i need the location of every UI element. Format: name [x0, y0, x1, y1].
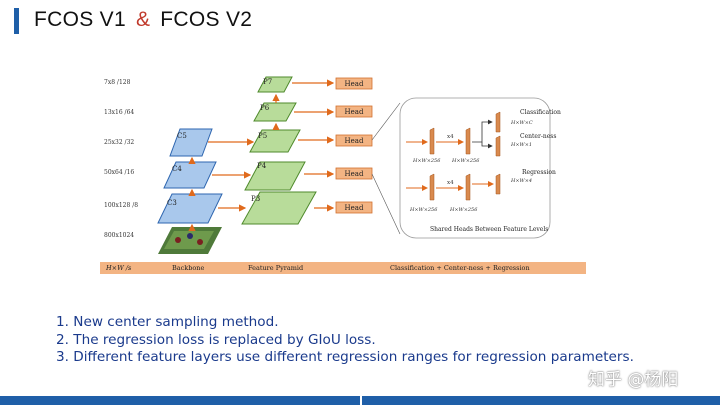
backbone-c3 — [157, 193, 223, 224]
cls-output — [495, 111, 501, 133]
centerness-label: Center-ness — [520, 133, 556, 140]
head-p5 — [335, 134, 373, 147]
scale-label-p6: 13x16 /64 — [104, 109, 134, 116]
head-p5-label: Head — [345, 137, 364, 145]
backbone-c5 — [169, 128, 213, 157]
scale-label-p5: 25x32 /32 — [104, 139, 134, 146]
backbone-c4 — [163, 161, 217, 189]
reg-output — [495, 173, 501, 195]
head-p4-label: Head — [345, 170, 364, 178]
scale-label-p4: 50x64 /16 — [104, 169, 134, 176]
scale-label-p3: 100x128 /8 — [104, 202, 138, 209]
point-1: 1. New center sampling method. — [56, 314, 279, 330]
shared-heads-caption: Shared Heads Between Feature Levels — [430, 226, 548, 233]
bottom-conv-1 — [429, 173, 435, 201]
pyramid-p7 — [257, 76, 293, 93]
centerness-output — [495, 135, 501, 157]
reg-dim: H×W×4 — [510, 178, 532, 184]
top-conv-2 — [465, 127, 471, 155]
head-p6 — [335, 105, 373, 118]
watermark: 知乎 @杨阳 — [588, 370, 679, 390]
bottom-scale-label: H×W /s — [105, 264, 132, 272]
point-3: 3. Different feature layers use differen… — [56, 349, 634, 365]
footer-divider — [360, 396, 362, 405]
bottom-backbone-label: Backbone — [172, 264, 204, 272]
fcos-architecture-diagram: 7x8 /128 13x16 /64 25x32 /32 50x64 /16 1… — [100, 76, 586, 274]
pyramid-p4-label: P4 — [257, 162, 267, 170]
title-accent-bar — [14, 8, 19, 34]
bottom-bar — [100, 262, 586, 274]
cls-dim: H×W×C — [510, 120, 533, 126]
head-p3-label: Head — [345, 204, 364, 212]
dim-bottom-left: H×W×256 — [409, 207, 438, 213]
dim-top-right: H×W×256 — [451, 158, 480, 164]
pyramid-p4 — [244, 161, 306, 191]
head-p7-label: Head — [345, 80, 364, 88]
head-p7 — [335, 77, 373, 90]
bottom-outputs-label: Classification + Center-ness + Regressio… — [390, 264, 530, 272]
slide-title: FCOS V1&FCOS V2 — [34, 8, 252, 32]
pyramid-p5-label: P5 — [258, 132, 267, 140]
bottom-conv-2 — [465, 173, 471, 201]
reg-label: Regression — [522, 169, 556, 176]
scale-label-p7: 7x8 /128 — [104, 79, 131, 86]
pyramid-p3-label: P3 — [251, 195, 260, 203]
input-image — [158, 227, 222, 254]
title-right: FCOS V2 — [160, 8, 253, 31]
centerness-dim: H×W×1 — [510, 142, 532, 148]
key-points-list: 1. New center sampling method. 2. The re… — [56, 314, 634, 367]
pyramid-p5 — [249, 129, 301, 153]
dim-top-left: H×W×256 — [412, 158, 441, 164]
shared-heads-box — [399, 97, 551, 239]
scale-label-input: 800x1024 — [104, 232, 134, 239]
backbone-c4-label: C4 — [172, 165, 182, 173]
point-2: 2. The regression loss is replaced by GI… — [56, 331, 376, 348]
cls-label: Classification — [520, 109, 561, 116]
pyramid-p6 — [253, 102, 297, 122]
pyramid-p7-label: P7 — [263, 78, 272, 86]
backbone-c3-label: C3 — [167, 199, 177, 207]
x4-top: x4 — [447, 134, 454, 140]
head-p6-label: Head — [345, 108, 364, 116]
pyramid-p6-label: P6 — [260, 104, 270, 112]
dim-bottom-right: H×W×256 — [449, 207, 478, 213]
title-left: FCOS V1 — [34, 8, 126, 31]
x4-bottom: x4 — [447, 180, 454, 186]
backbone-c5-label: C5 — [177, 132, 187, 140]
bottom-pyramid-label: Feature Pyramid — [248, 264, 303, 272]
pyramid-p3 — [241, 191, 317, 225]
head-p4 — [335, 167, 373, 180]
top-conv-1 — [429, 127, 435, 155]
title-ampersand: & — [135, 8, 151, 31]
head-p3 — [335, 201, 373, 214]
